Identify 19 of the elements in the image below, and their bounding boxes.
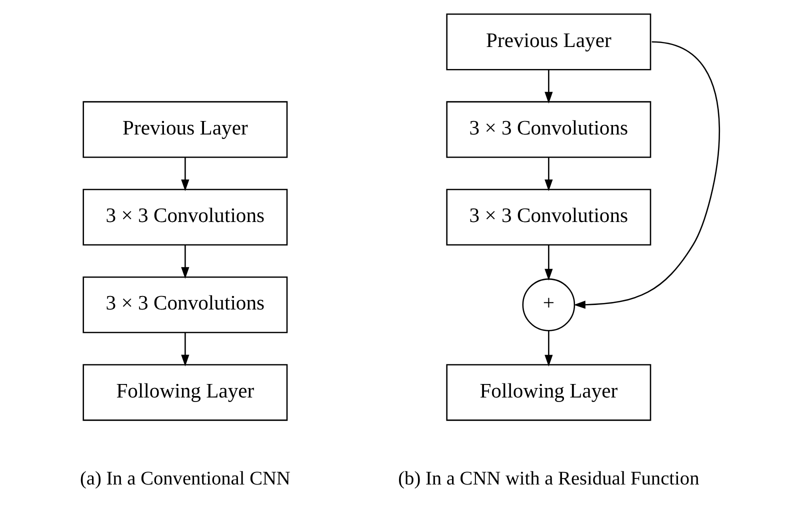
node-box: Previous Layer [446,13,651,70]
label: (a) In a Conventional CNN [79,468,290,490]
label: (b) In a CNN with a Residual Function [398,468,699,490]
arrow [573,40,720,308]
node-box: 3 × 3 Convolutions [446,100,651,158]
node-circle: + [522,278,575,331]
arrow [180,156,189,191]
node-box: Following Layer [82,364,288,420]
arrow [180,332,189,366]
node-box: 3 × 3 Convolutions [82,276,288,333]
node-box: 3 × 3 Convolutions [82,188,288,246]
node-box: 3 × 3 Convolutions [446,188,651,246]
arrow [544,244,552,280]
arrow [544,156,552,191]
arrow [544,69,552,103]
node-box: Following Layer [446,364,651,420]
arrow [180,244,189,278]
node-box: Previous Layer [82,100,288,158]
arrow [544,330,552,366]
